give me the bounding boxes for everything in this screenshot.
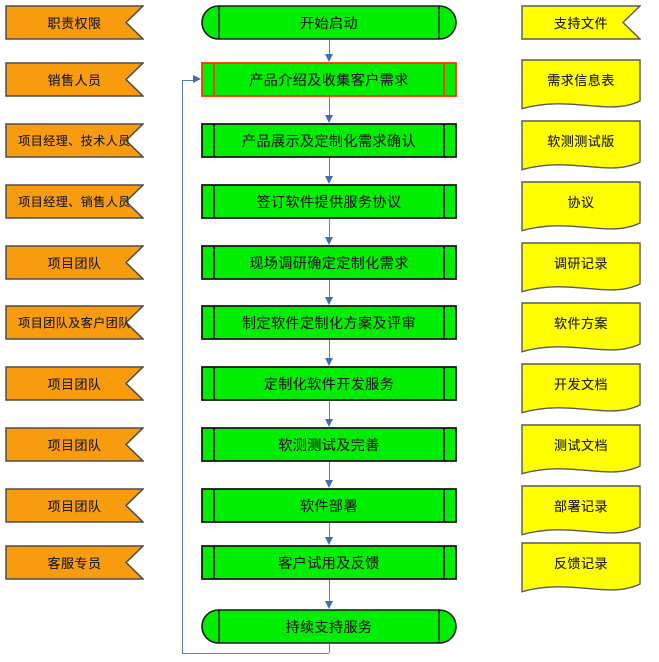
shape-graphic xyxy=(201,123,457,158)
document-shape-4[interactable]: 调研记录 xyxy=(521,242,641,294)
feedback-into-step-segment xyxy=(182,79,193,81)
shape-graphic xyxy=(521,181,641,232)
document-shape-9[interactable]: 反馈记录 xyxy=(521,542,641,594)
connector-line-8 xyxy=(329,523,330,537)
connector-arrow-1 xyxy=(324,115,333,123)
shape-graphic xyxy=(201,366,457,401)
connector-line-2 xyxy=(329,158,330,176)
shape-graphic xyxy=(201,609,457,644)
role-header-banner[interactable]: 职责权限 xyxy=(5,5,144,40)
role-banner-9[interactable]: 客服专员 xyxy=(5,545,144,580)
connector-arrow-5 xyxy=(324,358,333,366)
document-shape-5[interactable]: 软件方案 xyxy=(521,302,641,354)
shape-graphic xyxy=(521,542,641,593)
connector-arrow-2 xyxy=(324,176,333,184)
shape-graphic xyxy=(201,62,457,97)
connector-line-4 xyxy=(329,280,330,297)
role-banner-8[interactable]: 项目团队 xyxy=(5,488,144,523)
feedback-up-segment xyxy=(182,79,183,653)
connector-arrow-7 xyxy=(324,480,333,488)
role-banner-2[interactable]: 项目经理、技术人员 xyxy=(5,123,144,158)
document-shape-6[interactable]: 开发文档 xyxy=(521,363,641,415)
document-shape-2[interactable]: 软测测试版 xyxy=(521,120,641,172)
shape-graphic xyxy=(521,302,641,353)
shape-graphic xyxy=(5,123,144,158)
role-banner-3[interactable]: 项目经理、销售人员 xyxy=(5,184,144,219)
role-banner-4[interactable]: 项目团队 xyxy=(5,245,144,280)
document-shape-3[interactable]: 协议 xyxy=(521,181,641,233)
connector-line-6 xyxy=(329,401,330,419)
shape-graphic xyxy=(5,5,144,40)
process-step-1[interactable]: 产品介绍及收集客户需求 xyxy=(201,62,457,97)
process-step-5[interactable]: 制定软件定制化方案及评审 xyxy=(201,305,457,340)
shape-graphic xyxy=(521,485,641,536)
connector-arrow-0 xyxy=(324,54,333,62)
shape-graphic xyxy=(201,305,457,340)
shape-graphic xyxy=(5,305,144,340)
process-step-7[interactable]: 软测测试及完善 xyxy=(201,427,457,462)
connector-arrow-8 xyxy=(324,537,333,545)
document-shape-1[interactable]: 需求信息表 xyxy=(521,59,641,111)
connector-arrow-4 xyxy=(324,297,333,305)
shape-graphic xyxy=(201,184,457,219)
connector-arrow-3 xyxy=(324,237,333,245)
connector-line-9 xyxy=(329,580,330,601)
connector-line-7 xyxy=(329,462,330,480)
connector-line-0 xyxy=(329,40,330,54)
role-banner-5[interactable]: 项目团队及客户团队 xyxy=(5,305,144,340)
shape-graphic xyxy=(5,366,144,401)
shape-graphic xyxy=(521,363,641,414)
shape-graphic xyxy=(201,488,457,523)
process-step-10[interactable]: 持续支持服务 xyxy=(201,609,457,644)
shape-graphic xyxy=(5,427,144,462)
shape-graphic xyxy=(521,242,641,293)
process-step-8[interactable]: 软件部署 xyxy=(201,488,457,523)
role-banner-7[interactable]: 项目团队 xyxy=(5,427,144,462)
shape-graphic xyxy=(5,245,144,280)
connector-arrow-9 xyxy=(324,601,333,609)
shape-graphic xyxy=(5,62,144,97)
shape-graphic xyxy=(5,184,144,219)
shape-graphic xyxy=(521,120,641,171)
process-step-9[interactable]: 客户试用及反馈 xyxy=(201,545,457,580)
shape-graphic xyxy=(201,427,457,462)
feedback-arrowhead xyxy=(193,75,201,83)
process-step-3[interactable]: 签订软件提供服务协议 xyxy=(201,184,457,219)
shape-graphic xyxy=(521,59,641,110)
shape-graphic xyxy=(521,5,641,40)
feedback-down-segment xyxy=(329,644,330,653)
feedback-bottom-segment xyxy=(182,653,329,654)
shape-graphic xyxy=(521,424,641,475)
shape-graphic xyxy=(201,5,457,40)
process-step-4[interactable]: 现场调研确定定制化需求 xyxy=(201,245,457,280)
role-banner-1[interactable]: 销售人员 xyxy=(5,62,144,97)
process-step-6[interactable]: 定制化软件开发服务 xyxy=(201,366,457,401)
process-step-0[interactable]: 开始启动 xyxy=(201,5,457,40)
connector-line-1 xyxy=(329,97,330,115)
document-shape-8[interactable]: 部署记录 xyxy=(521,485,641,537)
shape-graphic xyxy=(201,245,457,280)
shape-graphic xyxy=(5,545,144,580)
document-header-banner[interactable]: 支持文件 xyxy=(521,5,641,40)
connector-line-5 xyxy=(329,340,330,358)
shape-graphic xyxy=(5,488,144,523)
role-banner-6[interactable]: 项目团队 xyxy=(5,366,144,401)
shape-graphic xyxy=(201,545,457,580)
connector-arrow-6 xyxy=(324,419,333,427)
connector-line-3 xyxy=(329,219,330,237)
document-shape-7[interactable]: 测试文档 xyxy=(521,424,641,476)
process-step-2[interactable]: 产品展示及定制化需求确认 xyxy=(201,123,457,158)
